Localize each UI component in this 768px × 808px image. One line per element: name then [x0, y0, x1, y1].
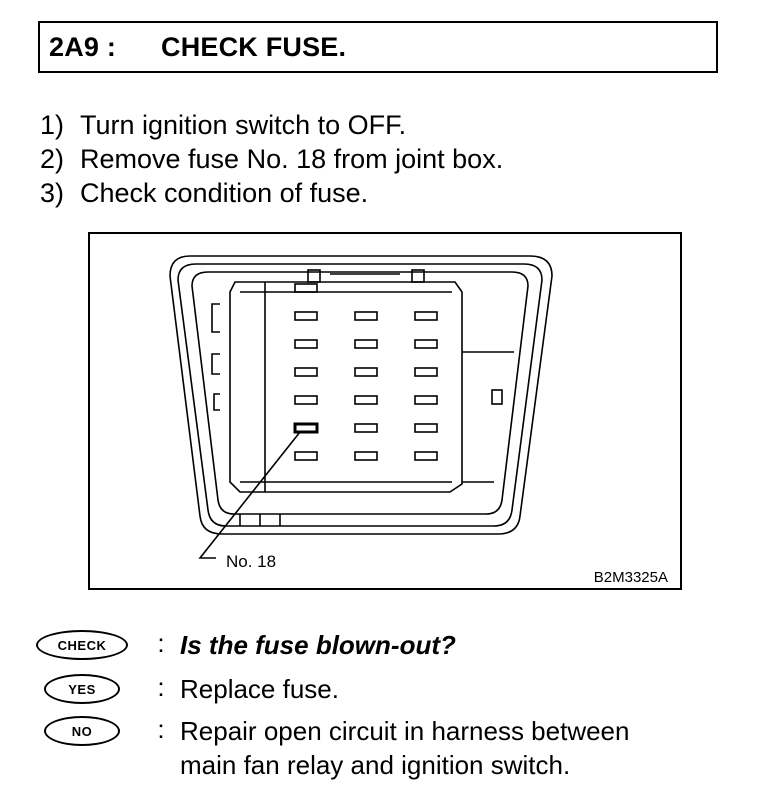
yes-row: YES : Replace fuse. [36, 672, 756, 706]
fuse-slot [414, 367, 438, 377]
fuse-slot [354, 367, 378, 377]
check-row: CHECK : Is the fuse blown-out? [36, 628, 756, 662]
step-number: 1) [40, 110, 65, 140]
no-badge: NO [44, 716, 120, 746]
check-question: Is the fuse blown-out? [180, 630, 456, 660]
step-text: Check condition of fuse. [80, 178, 369, 208]
fuse-slot [414, 311, 438, 321]
yes-text: Replace fuse. [180, 674, 339, 704]
fuse-slot [414, 423, 438, 433]
fuse-slot [294, 339, 318, 349]
no-text-line1: Repair open circuit in harness between [180, 716, 630, 746]
fuse-slot [354, 339, 378, 349]
section-header: 2A9 : CHECK FUSE. [38, 21, 718, 73]
separator: : [157, 672, 165, 702]
fuse-callout-label: No. 18 [226, 552, 277, 571]
fuse-slot [414, 395, 438, 405]
step-text: Remove fuse No. 18 from joint box. [80, 144, 504, 174]
fuse-slot [294, 283, 318, 293]
step-number: 3) [40, 178, 65, 208]
fuse-slot [294, 395, 318, 405]
fuse-slot [294, 367, 318, 377]
fuse-slot [293, 422, 319, 434]
separator: : [157, 714, 165, 744]
no-text-line2: main fan relay and ignition switch. [180, 750, 571, 780]
no-row: NO : Repair open circuit in harness betw… [36, 714, 756, 782]
separator: : [157, 628, 165, 658]
joint-box-figure: No. 18 B2M3325A [88, 232, 682, 590]
step-number: 2) [40, 144, 65, 174]
fuse-slot [354, 311, 378, 321]
fuse-slot [354, 451, 378, 461]
joint-box-diagram [169, 255, 553, 559]
step-text: Turn ignition switch to OFF. [80, 110, 407, 140]
figure-code: B2M3325A [593, 569, 668, 586]
fuse-slot [294, 311, 318, 321]
fuse-slot [354, 423, 378, 433]
fuse-slot [414, 339, 438, 349]
procedure-steps: 1) Turn ignition switch to OFF. 2) Remov… [40, 108, 503, 210]
step-item: 2) Remove fuse No. 18 from joint box. [40, 142, 503, 176]
fuse-slot [354, 395, 378, 405]
step-item: 3) Check condition of fuse. [40, 176, 503, 210]
fuse-slot [414, 451, 438, 461]
section-code: 2A9 : [49, 31, 117, 62]
check-badge: CHECK [36, 630, 128, 660]
step-item: 1) Turn ignition switch to OFF. [40, 108, 503, 142]
fuse-slot [294, 451, 318, 461]
section-title: CHECK FUSE. [161, 31, 347, 62]
no-text: Repair open circuit in harness between m… [180, 714, 629, 782]
yes-badge: YES [44, 674, 120, 704]
